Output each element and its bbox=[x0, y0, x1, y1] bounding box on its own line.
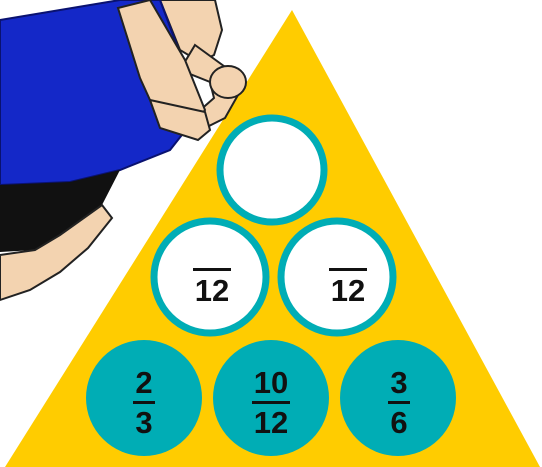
pyramid-bottom-left-circle[interactable] bbox=[86, 340, 202, 456]
pyramid-bottom-center-circle[interactable] bbox=[213, 340, 329, 456]
pyramid-bottom-right-circle[interactable] bbox=[340, 340, 456, 456]
pyramid-middle-left-circle[interactable] bbox=[154, 221, 266, 333]
pyramid-top-circle[interactable] bbox=[220, 118, 324, 222]
pyramid-middle-right-circle[interactable] bbox=[281, 221, 393, 333]
